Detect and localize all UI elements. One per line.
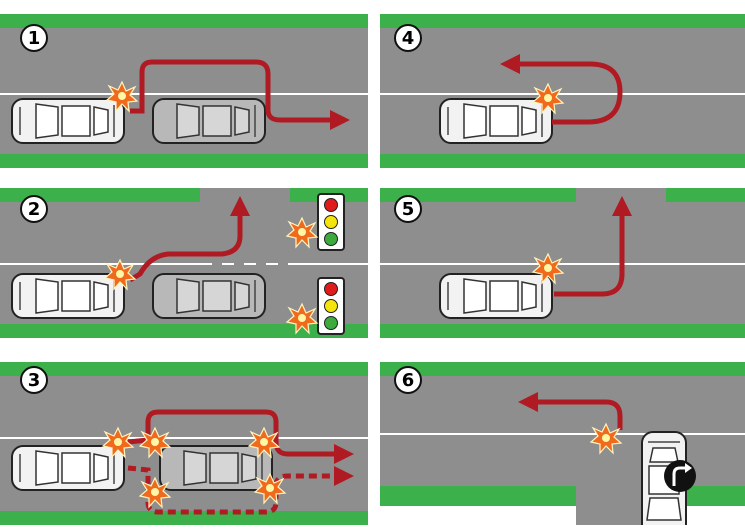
panel-3-diagram: 3 <box>0 362 368 525</box>
car-icon <box>11 98 125 144</box>
panel-1-diagram: 1 <box>0 14 368 168</box>
grass-strip <box>666 188 745 202</box>
step-number: 3 <box>28 370 41 391</box>
panel-3: 3 <box>0 362 368 525</box>
panel-6-diagram: 6 <box>380 362 745 525</box>
panel-5-diagram: 5 <box>380 188 745 338</box>
grass-strip <box>0 362 368 376</box>
grass-strip <box>380 154 745 168</box>
road <box>0 14 368 168</box>
step-number: 2 <box>28 199 41 220</box>
panel-4: 4 <box>380 14 745 168</box>
grass-strip <box>0 154 368 168</box>
panel-5: 5 <box>380 188 745 338</box>
traffic-light-icon <box>317 277 345 335</box>
grass-strip <box>0 511 368 525</box>
road <box>380 14 745 168</box>
step-number: 4 <box>402 28 415 49</box>
direction-arrow-icon <box>554 196 632 297</box>
direction-arrow-icon <box>500 54 623 125</box>
direction-arrow-icon <box>128 196 250 283</box>
step-badge <box>394 195 422 223</box>
direction-arrow-dashed-icon <box>127 465 354 515</box>
grass-strip <box>0 188 200 202</box>
step-badge <box>394 366 422 394</box>
turn-right-sign-icon <box>664 460 696 492</box>
panel-1: 1 <box>0 14 368 168</box>
road <box>0 362 368 525</box>
step-number: 6 <box>402 370 415 391</box>
car-icon <box>159 445 273 491</box>
curb <box>380 506 576 525</box>
traffic-light-icon <box>317 193 345 251</box>
car-icon <box>439 98 553 144</box>
direction-arrow-icon <box>127 409 354 464</box>
grass-strip <box>0 14 368 28</box>
grass-strip <box>380 324 745 338</box>
direction-arrow-icon <box>130 59 350 130</box>
grass-strip <box>380 188 576 202</box>
grass-strip <box>0 324 368 338</box>
step-number: 5 <box>402 199 415 220</box>
panel-6: 6 <box>380 362 745 525</box>
step-badge <box>20 366 48 394</box>
panel-4-diagram: 4 <box>380 14 745 168</box>
car-icon <box>152 273 266 319</box>
car-icon <box>439 273 553 319</box>
panel-2-diagram: 2 <box>0 188 368 338</box>
grass-strip <box>380 14 745 28</box>
step-badge <box>20 24 48 52</box>
grass-strip <box>380 362 745 376</box>
step-number: 1 <box>28 28 41 49</box>
car-icon <box>152 98 266 144</box>
direction-arrow-icon <box>518 392 623 430</box>
step-badge <box>20 195 48 223</box>
car-icon <box>11 445 125 491</box>
step-badge <box>394 24 422 52</box>
car-icon <box>11 273 125 319</box>
panel-2: 2 <box>0 188 368 338</box>
grass-strip <box>380 486 576 506</box>
